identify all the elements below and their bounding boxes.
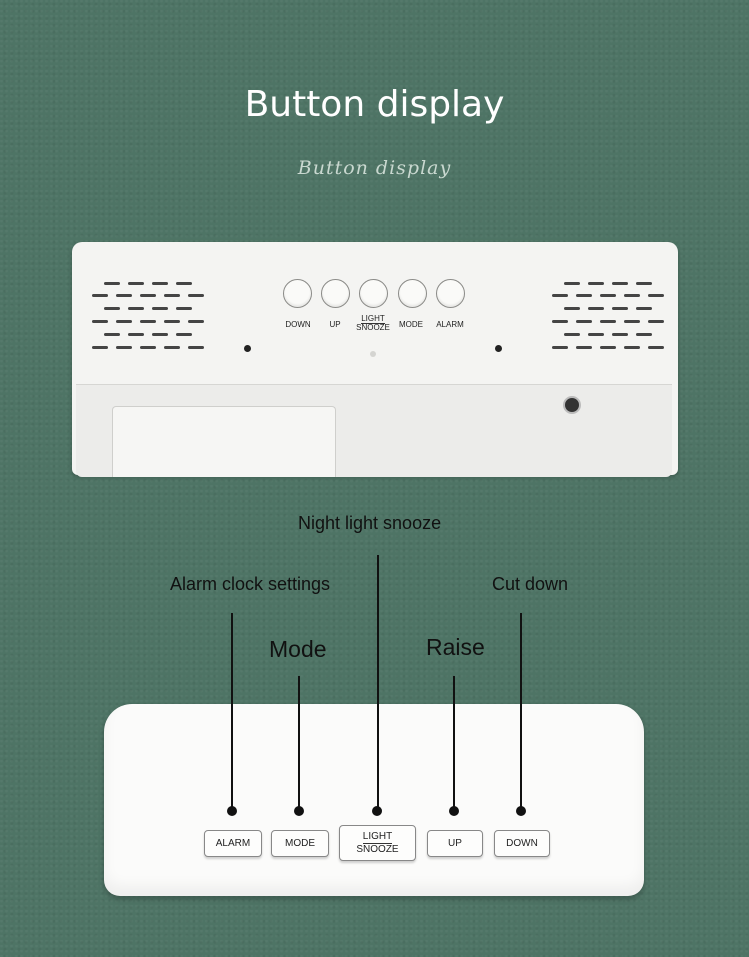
screw-hole-left <box>244 345 251 352</box>
back-up-button[interactable] <box>321 279 350 308</box>
callout-cut-down: Cut down <box>492 574 569 594</box>
callout-raise: Raise <box>426 634 485 660</box>
leader-line-light-snooze <box>377 555 379 811</box>
front-alarm-button[interactable]: ALARM <box>204 830 262 857</box>
back-mode-button[interactable] <box>398 279 427 308</box>
callout-mode: Mode <box>269 636 327 662</box>
back-up-label: UP <box>329 320 341 329</box>
front-light-snooze-button[interactable]: LIGHT SNOOZE <box>339 825 416 861</box>
leader-line-down <box>520 613 522 811</box>
back-light-snooze-button[interactable] <box>359 279 388 308</box>
light-sensor <box>370 351 376 357</box>
screw-hole-right <box>495 345 502 352</box>
clock-front-view <box>104 704 644 896</box>
speaker-grille-left <box>86 280 206 360</box>
page-title: Button display <box>244 84 505 125</box>
back-alarm-label: ALARM <box>436 320 464 329</box>
front-light-label: LIGHT <box>362 830 393 844</box>
front-down-button[interactable]: DOWN <box>494 830 550 857</box>
leader-line-mode <box>298 676 300 811</box>
leader-dot-up <box>449 806 459 816</box>
leader-dot-alarm <box>227 806 237 816</box>
back-light-label: LIGHT <box>361 314 385 324</box>
leader-dot-light-snooze <box>372 806 382 816</box>
back-down-label: DOWN <box>285 320 311 329</box>
speaker-grille-right <box>546 280 666 360</box>
battery-cover[interactable] <box>112 406 336 477</box>
front-mode-button[interactable]: MODE <box>271 830 329 857</box>
back-down-button[interactable] <box>283 279 312 308</box>
leader-dot-down <box>516 806 526 816</box>
power-jack <box>563 396 581 414</box>
callout-alarm-clock-settings: Alarm clock settings <box>170 574 331 594</box>
page-subtitle: Button display <box>297 157 452 179</box>
back-alarm-button[interactable] <box>436 279 465 308</box>
callout-night-light-snooze: Night light snooze <box>298 513 442 533</box>
leader-line-up <box>453 676 455 811</box>
leader-dot-mode <box>294 806 304 816</box>
back-mode-label: MODE <box>399 320 423 329</box>
leader-line-alarm <box>231 613 233 811</box>
front-up-button[interactable]: UP <box>427 830 483 857</box>
front-snooze-label: SNOOZE <box>356 843 399 855</box>
back-light-snooze-label: LIGHT SNOOZE <box>348 314 398 332</box>
back-snooze-label: SNOOZE <box>356 323 390 332</box>
